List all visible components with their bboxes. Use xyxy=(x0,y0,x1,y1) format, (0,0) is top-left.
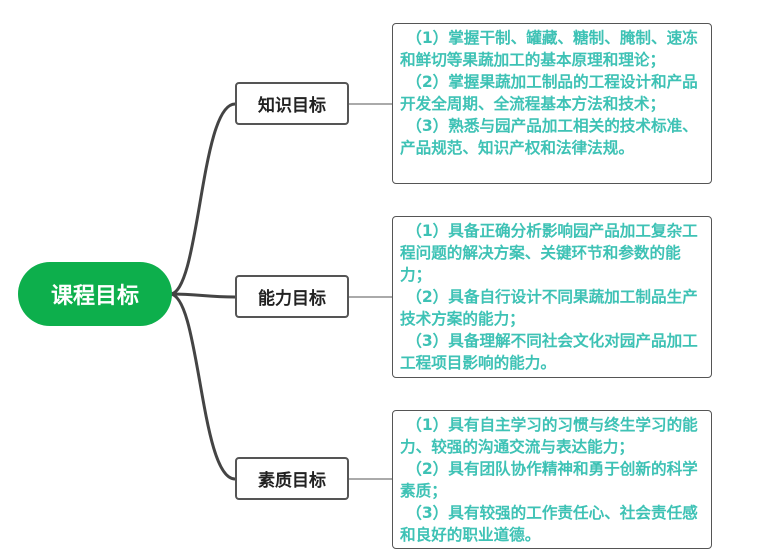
detail-item: （1）具备正确分析影响园产品加工复杂工程问题的解决方案、关键环节和参数的能力； xyxy=(400,222,698,284)
connector-root-quality xyxy=(169,292,236,481)
detail-item: （3）熟悉与园产品加工相关的技术标准、产品规范、知识产权和法律法规。 xyxy=(400,117,698,157)
root-node[interactable]: 课程目标 xyxy=(18,262,172,326)
detail-item: （3）具有较强的工作责任心、社会责任感和良好的职业道德。 xyxy=(400,504,698,544)
detail-item: （2）具有团队协作精神和勇于创新的科学素质； xyxy=(400,460,698,500)
detail-item: （2）具备自行设计不同果蔬加工制品生产技术方案的能力； xyxy=(400,288,698,328)
detail-knowledge[interactable]: （1）掌握干制、罐藏、糖制、腌制、速冻和鲜切等果蔬加工的基本原理和理论； （2）… xyxy=(392,23,712,184)
branch-ability[interactable]: 能力目标 xyxy=(235,275,349,318)
connector-root-knowledge xyxy=(169,102,236,296)
branch-quality[interactable]: 素质目标 xyxy=(235,457,349,500)
detail-item: （3）具备理解不同社会文化对园产品加工工程项目影响的能力。 xyxy=(400,332,698,372)
connector-root-ability xyxy=(169,292,236,299)
detail-item: （2）掌握果蔬加工制品的工程设计和产品开发全周期、全流程基本方法和技术； xyxy=(400,73,698,113)
detail-item: （1）掌握干制、罐藏、糖制、腌制、速冻和鲜切等果蔬加工的基本原理和理论； xyxy=(400,29,698,69)
detail-quality[interactable]: （1）具有自主学习的习惯与终生学习的能力、较强的沟通交流与表达能力； （2）具有… xyxy=(392,410,712,549)
detail-ability[interactable]: （1）具备正确分析影响园产品加工复杂工程问题的解决方案、关键环节和参数的能力； … xyxy=(392,216,712,378)
branch-knowledge[interactable]: 知识目标 xyxy=(235,82,349,125)
detail-item: （1）具有自主学习的习惯与终生学习的能力、较强的沟通交流与表达能力； xyxy=(400,416,698,456)
